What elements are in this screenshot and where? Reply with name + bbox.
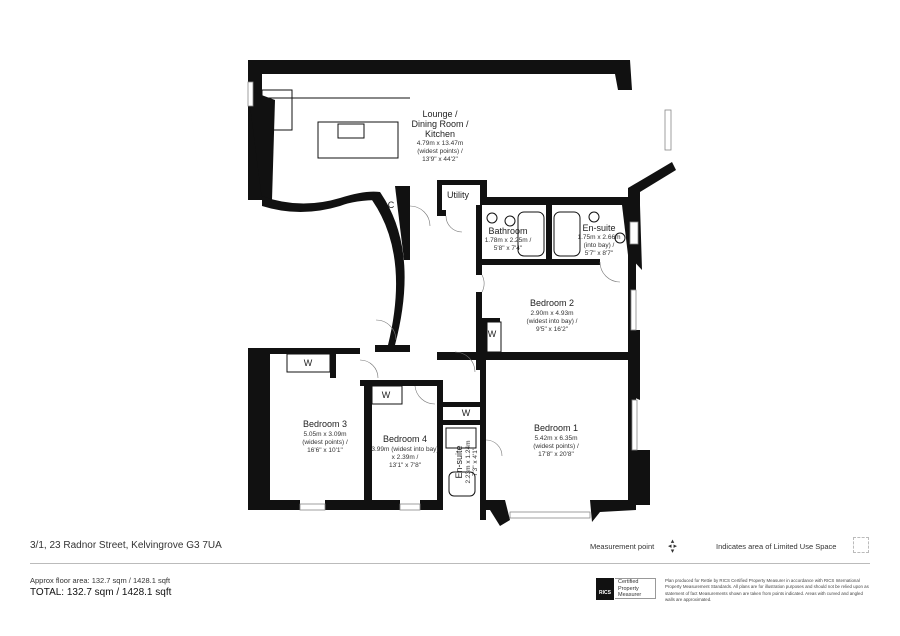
room-title-ensuite: En-suite bbox=[582, 223, 615, 233]
room-title-bedroom-2: Bedroom 2 bbox=[530, 298, 574, 308]
walls bbox=[248, 60, 676, 526]
room-dim: (into bay) / bbox=[584, 242, 615, 249]
room-dim: 1.75m x 2.66m bbox=[578, 234, 621, 241]
room-dim: 1.78m x 2.25m / bbox=[485, 237, 532, 244]
room-dim: 5'7" x 8'7" bbox=[585, 250, 614, 257]
room-dim: x 2.39m / bbox=[392, 454, 419, 461]
room-title-lounge-3: Kitchen bbox=[425, 129, 455, 139]
rics-line: Measurer bbox=[618, 592, 642, 598]
room-title-lounge-2: Dining Room / bbox=[411, 119, 469, 129]
rics-line: Property bbox=[618, 585, 639, 592]
room-dim: 17'8" x 20'8" bbox=[538, 451, 574, 458]
room-dim: 9'5" x 16'2" bbox=[536, 326, 569, 333]
wardrobe-label: W bbox=[488, 329, 497, 339]
room-dim: 7'3" x 4'1" bbox=[472, 447, 479, 476]
room-dim: 2.23m x 1.24m bbox=[465, 441, 472, 484]
room-dim: (widest points) / bbox=[417, 148, 463, 155]
room-dim: (widest points) / bbox=[302, 439, 348, 446]
room-title-ensuite-2: En-suite bbox=[454, 445, 464, 478]
room-dim: 5.05m x 3.09m bbox=[304, 431, 347, 438]
total-area: TOTAL: 132.7 sqm / 1428.1 sqft bbox=[30, 587, 172, 598]
room-dim: 13'9" x 44'2" bbox=[422, 156, 458, 163]
room-dim: 16'6" x 10'1" bbox=[307, 447, 343, 454]
room-title-utility: Utility bbox=[447, 190, 469, 200]
measurement-point-legend: Measurement point bbox=[590, 542, 655, 551]
disclaimer: Plan produced for Rettie by RICS Certifi… bbox=[665, 578, 869, 602]
room-dim: 4.79m x 13.47m bbox=[417, 140, 464, 147]
room-title-bedroom-1: Bedroom 1 bbox=[534, 423, 578, 433]
floor-plan: Lounge / Dining Room / Kitchen 4.79m x 1… bbox=[247, 60, 676, 526]
wardrobe-label: W bbox=[382, 390, 391, 400]
property-address: 3/1, 23 Radnor Street, Kelvingrove G3 7U… bbox=[30, 540, 222, 551]
room-dim: (widest into bay) / bbox=[527, 318, 578, 325]
divider bbox=[30, 563, 870, 564]
rics-certification: Certified Property Measurer bbox=[615, 578, 656, 599]
windows bbox=[247, 81, 672, 519]
rics-line: Certified bbox=[618, 579, 639, 585]
room-dim: 5.42m x 6.35m bbox=[535, 435, 578, 442]
wardrobe-label: W bbox=[304, 358, 313, 368]
room-title-cupboard: C bbox=[388, 200, 395, 210]
approx-floor-area: Approx floor area: 132.7 sqm / 1428.1 sq… bbox=[30, 576, 171, 585]
doors bbox=[359, 205, 621, 457]
limited-use-legend: Indicates area of Limited Use Space bbox=[716, 542, 837, 551]
room-dim: 13'1" x 7'8" bbox=[389, 462, 422, 469]
room-dim: 2.90m x 4.93m bbox=[531, 310, 574, 317]
rics-logo: RICS bbox=[596, 578, 614, 600]
limited-use-swatch bbox=[853, 537, 869, 553]
room-dim: (widest points) / bbox=[533, 443, 579, 450]
room-title-bathroom: Bathroom bbox=[488, 226, 527, 236]
wardrobe-label: W bbox=[462, 408, 471, 418]
room-title-bedroom-4: Bedroom 4 bbox=[383, 434, 427, 444]
measurement-point-icon: ▴◂ ▸▾ bbox=[668, 538, 677, 555]
room-dim: 3.99m (widest into bay) bbox=[371, 446, 438, 453]
room-title-bedroom-3: Bedroom 3 bbox=[303, 419, 347, 429]
fixtures bbox=[261, 89, 626, 497]
room-dim: 5'8" x 7'4" bbox=[494, 245, 523, 252]
room-title-lounge: Lounge / bbox=[422, 109, 458, 119]
